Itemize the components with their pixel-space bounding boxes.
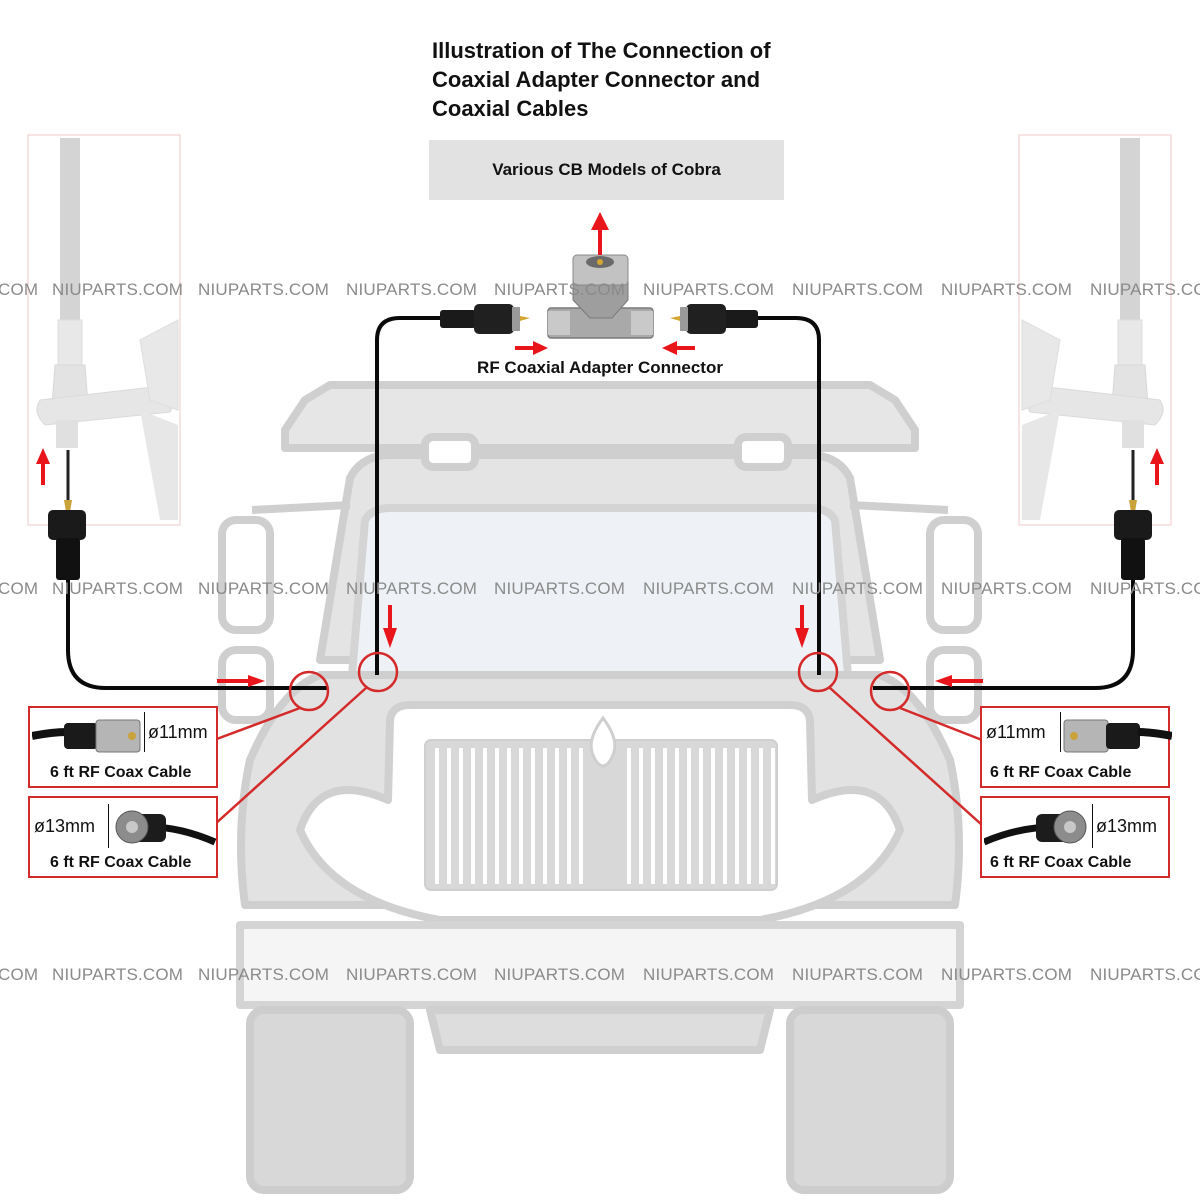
cable-detail-box: ø13mm 6 ft RF Coax Cable — [980, 796, 1170, 878]
cb-radio-label-box: Various CB Models of Cobra — [429, 140, 784, 200]
callout-leader — [899, 706, 983, 742]
arrow-right-icon — [515, 341, 548, 355]
arrow-up-icon — [591, 212, 609, 255]
left-pl259-connector-icon — [48, 500, 86, 580]
watermark-text: NIUPARTS.COM — [1090, 280, 1200, 299]
watermark-text: NIUPARTS.COM — [52, 280, 184, 299]
male-connector-icon — [984, 810, 1087, 846]
diameter-label: ø13mm — [34, 816, 96, 836]
cable-detail-box: ø13mm 6 ft RF Coax Cable — [28, 796, 218, 878]
arrow-up-icon — [1150, 448, 1164, 485]
arrow-left-icon — [662, 341, 695, 355]
arrow-left-icon — [935, 675, 983, 687]
watermark-text: NIUPARTS.COM — [1090, 965, 1200, 984]
watermark-text: NIUPARTS.COM — [52, 965, 184, 984]
watermark-text: NIUPARTS.COM — [941, 280, 1073, 299]
watermark-text: NIUPARTS.COM — [346, 579, 478, 598]
cable-detail-box: ø11mm 6 ft RF Coax Cable — [28, 706, 218, 788]
watermark-text: NIUPARTS.COM — [792, 280, 924, 299]
left-antenna-icon — [36, 138, 179, 520]
watermark-text: NIUPARTS.COM — [346, 965, 478, 984]
watermark-text: NIUPARTS.COM — [792, 965, 924, 984]
left-antenna-cable — [66, 578, 328, 690]
watermark-text: NIUPARTS.COM — [494, 965, 626, 984]
callout-circle — [288, 670, 330, 712]
watermark-text: COM — [0, 965, 39, 984]
callouts — [213, 651, 983, 826]
title-line: Coaxial Adapter Connector and — [432, 67, 761, 92]
callout-leader — [213, 687, 367, 826]
watermark-text: NIUPARTS.COM — [198, 965, 330, 984]
coax-cables — [66, 316, 1135, 690]
cable-caption: 6 ft RF Coax Cable — [50, 764, 192, 781]
right-cb-connector-icon — [670, 304, 758, 334]
watermark-text: NIUPARTS.COM — [494, 579, 626, 598]
watermark-text: NIUPARTS.COM — [941, 965, 1073, 984]
watermark-text: NIUPARTS.COM — [1090, 579, 1200, 598]
emblem-icon — [589, 715, 617, 768]
watermark-text: NIUPARTS.COM — [792, 579, 924, 598]
watermark-text: NIUPARTS.COM — [346, 280, 478, 299]
right-antenna-cable — [873, 578, 1135, 690]
watermark-text: NIUPARTS.COM — [52, 579, 184, 598]
arrow-down-icon — [383, 605, 397, 648]
right-antenna-frame — [1018, 134, 1172, 526]
watermark-text: COM — [0, 280, 39, 299]
cable-caption: 6 ft RF Coax Cable — [990, 854, 1132, 871]
male-connector-icon — [115, 810, 217, 846]
left-cb-connector-icon — [440, 304, 530, 334]
arrow-right-icon — [217, 675, 265, 687]
watermark-text: NIUPARTS.COM — [643, 280, 775, 299]
callout-leader — [213, 706, 301, 742]
cable-caption: 6 ft RF Coax Cable — [50, 854, 192, 871]
adapter-label: RF Coaxial Adapter Connector — [477, 358, 723, 377]
female-connector-icon — [32, 719, 141, 753]
diameter-label: ø13mm — [1096, 816, 1158, 836]
callout-circle — [357, 651, 399, 693]
callout-circle — [797, 651, 839, 693]
cable-caption: 6 ft RF Coax Cable — [990, 764, 1132, 781]
watermark-text: NIUPARTS.COM — [643, 579, 775, 598]
watermark-text: NIUPARTS.COM — [198, 280, 330, 299]
title-line: Illustration of The Connection of — [432, 38, 771, 63]
left-cb-cable — [375, 316, 445, 675]
diameter-label: ø11mm — [148, 722, 208, 742]
left-antenna-frame — [27, 134, 181, 526]
diameter-label: ø11mm — [986, 722, 1046, 742]
watermark-text: NIUPARTS.COM — [494, 280, 626, 299]
cable-detail-box: ø11mm 6 ft RF Coax Cable — [980, 706, 1172, 788]
t-adapter-icon — [547, 254, 654, 339]
cb-radio-label: Various CB Models of Cobra — [492, 160, 721, 179]
right-pl259-connector-icon — [1114, 500, 1152, 580]
right-antenna-icon — [1021, 138, 1164, 520]
watermark-text: NIUPARTS.COM — [198, 579, 330, 598]
female-connector-icon — [1063, 719, 1172, 753]
callout-leader — [829, 687, 983, 826]
direction-arrows — [36, 212, 1164, 687]
arrow-down-icon — [795, 605, 809, 648]
arrow-up-icon — [36, 448, 50, 485]
right-cb-cable — [752, 316, 821, 675]
callout-circle — [869, 670, 911, 712]
title-line: Coaxial Cables — [432, 96, 589, 121]
page-title: Illustration of The Connection of Coaxia… — [432, 36, 852, 123]
watermark-text: COM — [0, 579, 39, 598]
watermark-text: NIUPARTS.COM — [941, 579, 1073, 598]
watermark-text: NIUPARTS.COM — [643, 965, 775, 984]
